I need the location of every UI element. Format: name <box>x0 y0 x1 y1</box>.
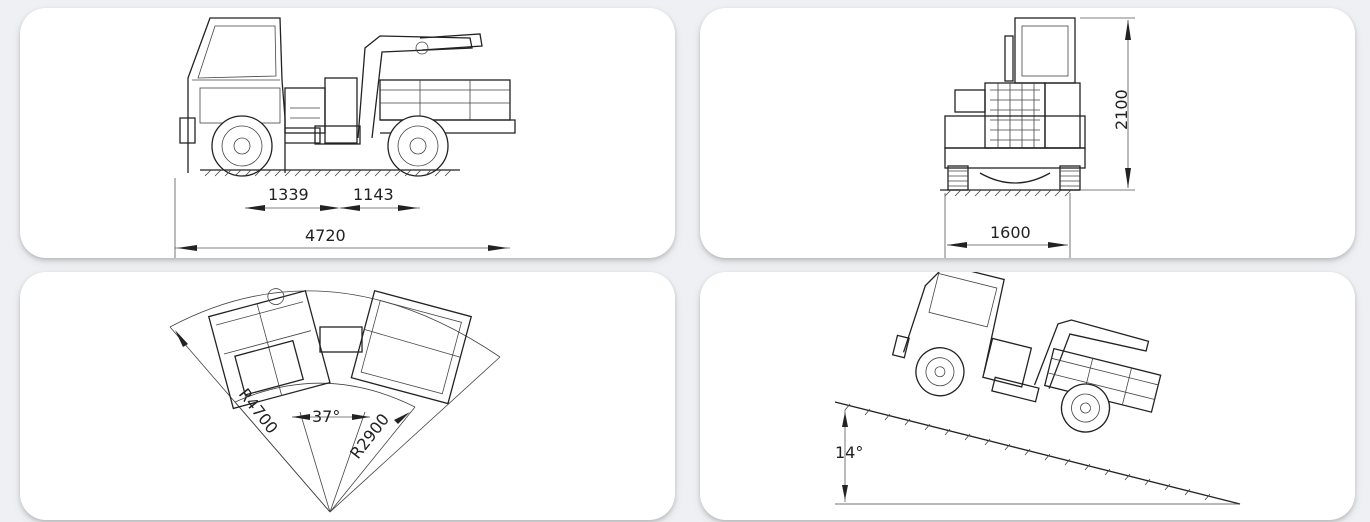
inner-radius-arrow <box>394 412 410 424</box>
ground-line <box>940 189 1080 197</box>
side-view-panel: 1339 1143 4720 <box>20 8 675 258</box>
angle-14-label: 14° <box>835 443 863 462</box>
vehicle-engine <box>284 77 358 144</box>
gradeability-drawing: 14° <box>834 272 1241 505</box>
dim-1600-label: 1600 <box>990 223 1031 242</box>
dim-4720-label: 4720 <box>305 226 346 245</box>
turning-radius-panel: R4700 R2900 37° <box>20 272 675 520</box>
rear-wheels <box>947 165 1081 191</box>
steer-angle-dimension: 37° <box>292 407 370 426</box>
chassis-frame <box>285 127 321 144</box>
side-view-drawing: 1339 1143 4720 <box>174 17 516 258</box>
dim-1143-label: 1143 <box>353 185 394 204</box>
articulation-joint <box>314 125 361 145</box>
cargo-bed <box>379 79 516 134</box>
dimension-length: 4720 <box>174 178 510 258</box>
dim-1339-label: 1339 <box>268 185 309 204</box>
dim-2100-label: 2100 <box>1112 89 1131 130</box>
angle-37-label: 37° <box>312 407 340 426</box>
dimension-width: 1600 <box>944 193 1071 258</box>
dimension-height: 2100 <box>1080 17 1135 191</box>
turning-arcs <box>169 290 501 513</box>
front-wheel <box>211 115 273 177</box>
vehicle-crane <box>357 33 483 139</box>
slope-surface <box>834 401 1241 505</box>
outer-radius-arrow <box>175 330 188 347</box>
dimension-wheelbase: 1339 1143 <box>245 185 420 211</box>
slope-angle-dimension: 14° <box>835 410 863 502</box>
turning-radius-drawing: R4700 R2900 37° <box>169 288 501 513</box>
gradeability-panel: 14° <box>700 272 1355 520</box>
vehicle-turning <box>207 288 473 410</box>
vehicle-rear-body <box>944 17 1086 169</box>
rear-view-drawing: 2100 1600 <box>940 17 1135 258</box>
front-bumper <box>179 117 196 144</box>
rear-wheel <box>387 115 449 177</box>
vehicle-on-slope <box>891 272 1162 433</box>
rear-view-panel: 2100 1600 <box>700 8 1355 258</box>
ground-line <box>200 169 460 177</box>
